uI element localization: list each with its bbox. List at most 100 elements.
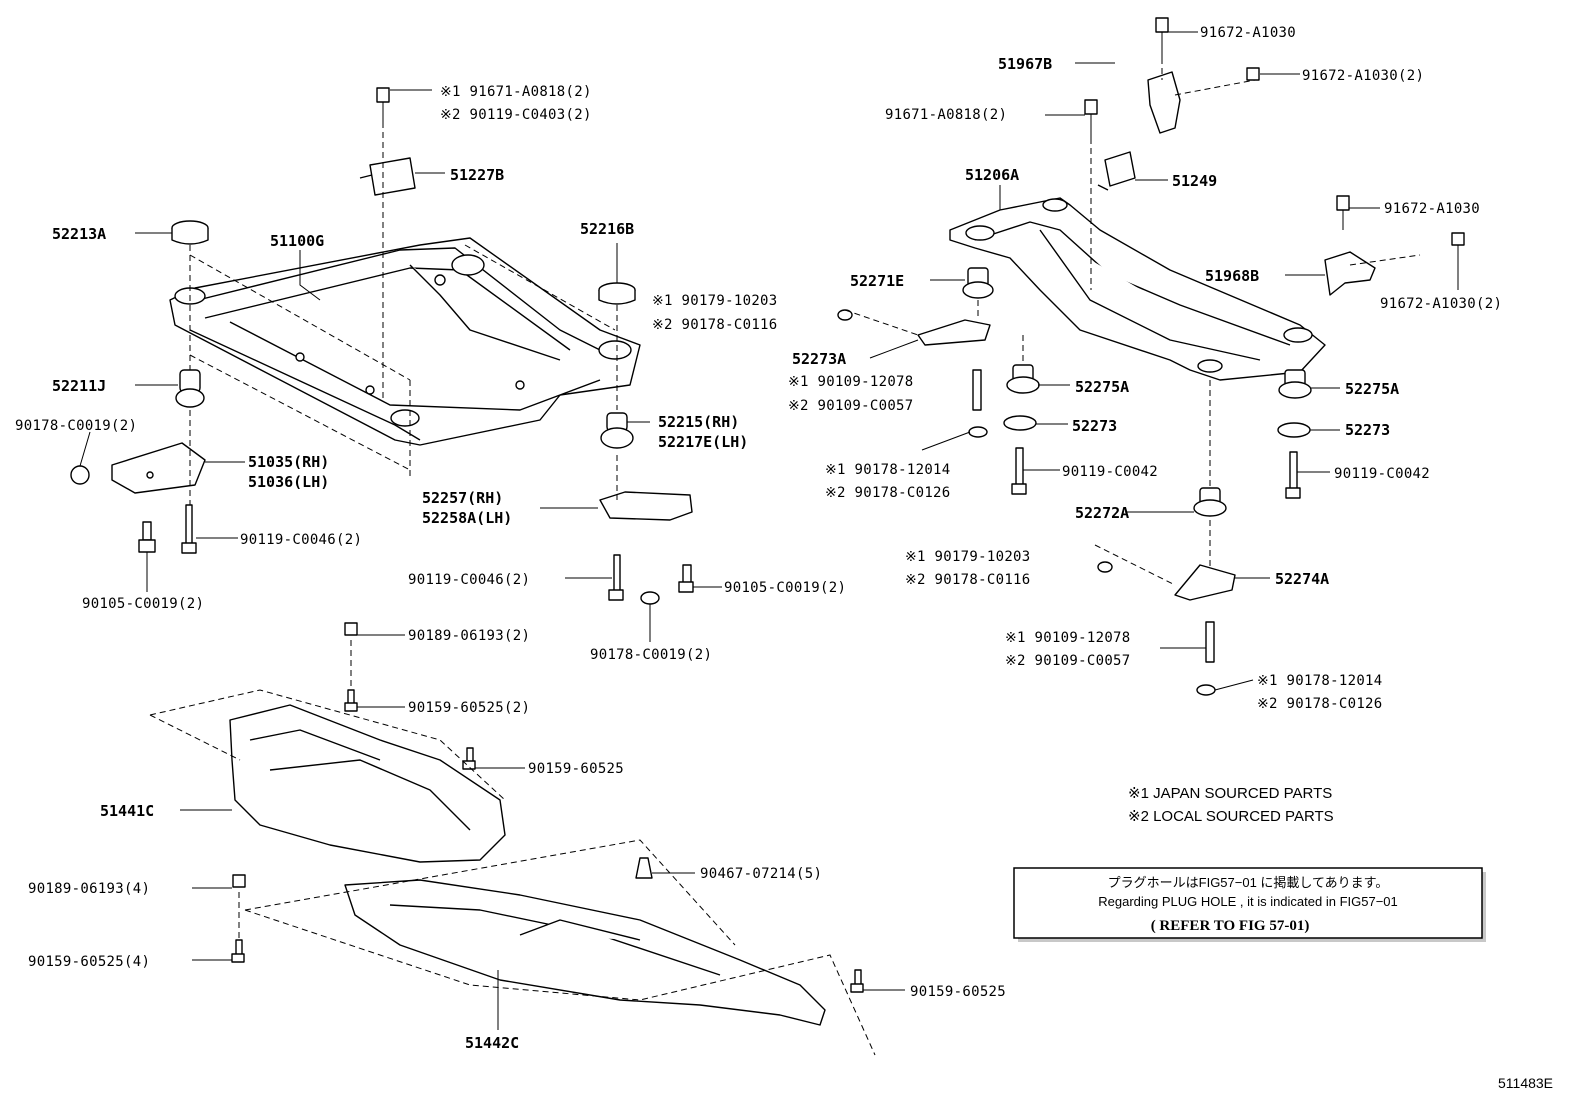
label-91672-A1030: 91672-A1030 <box>1200 25 1296 41</box>
note-box-frame <box>1013 867 1483 939</box>
label-52273-right: 52273 <box>1345 421 1390 439</box>
label-91672-A1030-2b: 91672-A1030(2) <box>1380 296 1502 312</box>
label-52215-rh: 52215(RH) <box>658 413 739 431</box>
label-90467-07214: 90467-07214(5) <box>700 866 822 882</box>
bolt-icon <box>1084 17 1465 246</box>
label-91672-A1030-2: 91672-A1030(2) <box>1302 68 1424 84</box>
bushing-52216B <box>598 282 636 305</box>
nut-icon <box>70 465 90 485</box>
callout-labels: 91672-A1030 51967B 91672-A1030(2) ※1 916… <box>15 25 1502 1052</box>
label-90119-C0042-left: 90119-C0042 <box>1062 464 1158 480</box>
label-90178-C0116-local: ※2 90178-C0116 <box>652 317 778 333</box>
bushing-52275A-right <box>1277 369 1312 499</box>
assembly-guide-lines <box>149 58 1421 1056</box>
legend-local-sourced: ※2 LOCAL SOURCED PARTS <box>1128 808 1334 825</box>
label-90109-12078-jp: ※1 90109-12078 <box>788 374 914 390</box>
label-90159-60525-4: 90159-60525(4) <box>28 954 150 970</box>
stud-bolt-icon <box>1196 621 1216 696</box>
label-91671-A0818-jp: ※1 91671-A0818(2) <box>440 84 592 100</box>
label-90178-C0126-local: ※2 90178-C0126 <box>825 485 951 501</box>
bracket-51035 <box>111 442 206 494</box>
note-line-en: Regarding PLUG HOLE , it is indicated in… <box>1098 894 1398 909</box>
label-90119-C0046-a: 90119-C0046(2) <box>240 532 362 548</box>
front-crossmember-51100G <box>169 237 641 446</box>
bracket-51249 <box>1097 151 1136 191</box>
label-51100G: 51100G <box>270 232 324 250</box>
label-90179-10203-jp-b: ※1 90179-10203 <box>905 549 1031 565</box>
label-90119-C0042-right: 90119-C0042 <box>1334 466 1430 482</box>
label-90178-C0019-b: 90178-C0019(2) <box>590 647 712 663</box>
label-90105-C0019-b: 90105-C0019(2) <box>724 580 846 596</box>
bracket-52273A <box>837 309 991 346</box>
label-90105-C0019-a: 90105-C0019(2) <box>82 596 204 612</box>
engine-under-cover-51442C <box>344 879 826 1026</box>
label-51968B: 51968B <box>1205 267 1259 285</box>
bracket-52257 <box>599 491 693 521</box>
label-51206A: 51206A <box>965 166 1019 184</box>
note-line-jp: プラグホールはFIG57−01 に掲載してあります。 <box>1108 875 1389 890</box>
leader-lines <box>79 31 1459 1030</box>
bracket-51968B <box>1324 251 1376 296</box>
clip-icon <box>231 622 864 993</box>
label-90178-12014-jp: ※1 90178-12014 <box>825 462 951 478</box>
label-51036-lh: 51036(LH) <box>248 473 329 491</box>
label-52273-left: 52273 <box>1072 417 1117 435</box>
plug-hole-note-box: プラグホールはFIG57−01 に掲載してあります。 Regarding PLU… <box>1013 867 1486 942</box>
label-52272A: 52272A <box>1075 504 1129 522</box>
legend-japan-sourced: ※1 JAPAN SOURCED PARTS <box>1128 785 1332 802</box>
label-90178-C0116-local-b: ※2 90178-C0116 <box>905 572 1031 588</box>
label-52271E: 52271E <box>850 272 904 290</box>
label-52275A-left: 52275A <box>1075 378 1129 396</box>
label-90119-C0046-b: 90119-C0046(2) <box>408 572 530 588</box>
label-52257-rh: 52257(RH) <box>422 489 503 507</box>
label-90119-C0403-local: ※2 90119-C0403(2) <box>440 107 592 123</box>
label-90178-C0126-local-b: ※2 90178-C0126 <box>1257 696 1383 712</box>
source-legend: ※1 JAPAN SOURCED PARTS ※2 LOCAL SOURCED … <box>1128 785 1334 825</box>
label-52258A-lh: 52258A(LH) <box>422 509 512 527</box>
bolt-icon <box>138 504 197 554</box>
label-90178-12014-jp-b: ※1 90178-12014 <box>1257 673 1383 689</box>
note-refer: ( REFER TO FIG 57-01) <box>1151 918 1310 934</box>
label-51249: 51249 <box>1172 172 1217 190</box>
bushing-52271E <box>962 267 994 299</box>
stud-bolt-icon <box>968 369 988 438</box>
label-51442C: 51442C <box>465 1034 519 1052</box>
label-90159-60525-a: 90159-60525 <box>528 761 624 777</box>
bolt-icon <box>608 554 694 605</box>
label-90159-60525-b: 90159-60525 <box>910 984 1006 1000</box>
label-51967B: 51967B <box>998 55 1052 73</box>
label-90109-12078-jp-b: ※1 90109-12078 <box>1005 630 1131 646</box>
label-90109-C0057-local: ※2 90109-C0057 <box>788 398 914 414</box>
bracket-51967B <box>1147 71 1181 134</box>
label-90179-10203-jp: ※1 90179-10203 <box>652 293 778 309</box>
label-52216B: 52216B <box>580 220 634 238</box>
bushing-52272A <box>1193 487 1227 517</box>
label-51441C: 51441C <box>100 802 154 820</box>
label-52213A: 52213A <box>52 225 106 243</box>
label-90109-C0057-local-b: ※2 90109-C0057 <box>1005 653 1131 669</box>
rear-crossmember-51206A <box>949 197 1326 381</box>
label-51227B: 51227B <box>450 166 504 184</box>
bracket-52274A <box>1097 561 1236 601</box>
bushing-52215 <box>600 412 634 449</box>
label-90159-60525-2: 90159-60525(2) <box>408 700 530 716</box>
label-52217E-lh: 52217E(LH) <box>658 433 748 451</box>
bracket-51227B <box>359 157 416 196</box>
bolt-icon <box>376 87 390 122</box>
label-52211J: 52211J <box>52 377 106 395</box>
label-51035-rh: 51035(RH) <box>248 453 329 471</box>
label-52273A: 52273A <box>792 350 846 368</box>
label-90178-C0019-a: 90178-C0019(2) <box>15 418 137 434</box>
bushing-52275A-left <box>1003 364 1040 495</box>
label-91672-A1030-b: 91672-A1030 <box>1384 201 1480 217</box>
bushing-52213A <box>171 220 209 245</box>
label-52275A-right: 52275A <box>1345 380 1399 398</box>
engine-under-cover-51441C <box>229 704 506 863</box>
figure-id: 511483E <box>1498 1075 1553 1091</box>
label-90189-06193-4: 90189-06193(4) <box>28 881 150 897</box>
label-52274A: 52274A <box>1275 570 1329 588</box>
label-90189-06193-2: 90189-06193(2) <box>408 628 530 644</box>
label-91671-A0818-2: 91671-A0818(2) <box>885 107 1007 123</box>
bushing-52211J <box>175 369 205 408</box>
